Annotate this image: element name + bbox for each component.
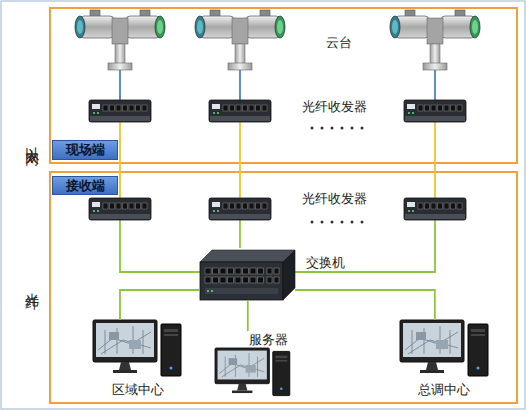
device-label: 交换机 <box>306 254 345 272</box>
side-tag: 现场端 <box>52 140 118 160</box>
side-tag-text: 现场端 <box>66 141 105 159</box>
switch-device: 交换机 <box>200 248 295 300</box>
side-label: 以太网 <box>23 136 41 145</box>
side-tag: 接收端 <box>52 176 118 195</box>
group-label: 光纤收发器 <box>302 190 367 208</box>
side-tag-text: 接收端 <box>66 177 105 195</box>
workstation: 区域中心 <box>93 320 183 396</box>
workstation: 总调中心 <box>398 320 490 396</box>
server-computer: 服务器 <box>215 331 293 397</box>
network-link <box>120 290 200 320</box>
group-label: 云台 <box>326 34 352 52</box>
side-label: 光纤 <box>23 282 41 288</box>
network-link <box>295 290 435 320</box>
device-label: 总调中心 <box>398 381 490 399</box>
group-label: 光纤收发器 <box>302 98 367 116</box>
device-label: 服务器 <box>249 331 288 349</box>
network-link <box>247 300 249 331</box>
device-label: 区域中心 <box>93 381 183 399</box>
